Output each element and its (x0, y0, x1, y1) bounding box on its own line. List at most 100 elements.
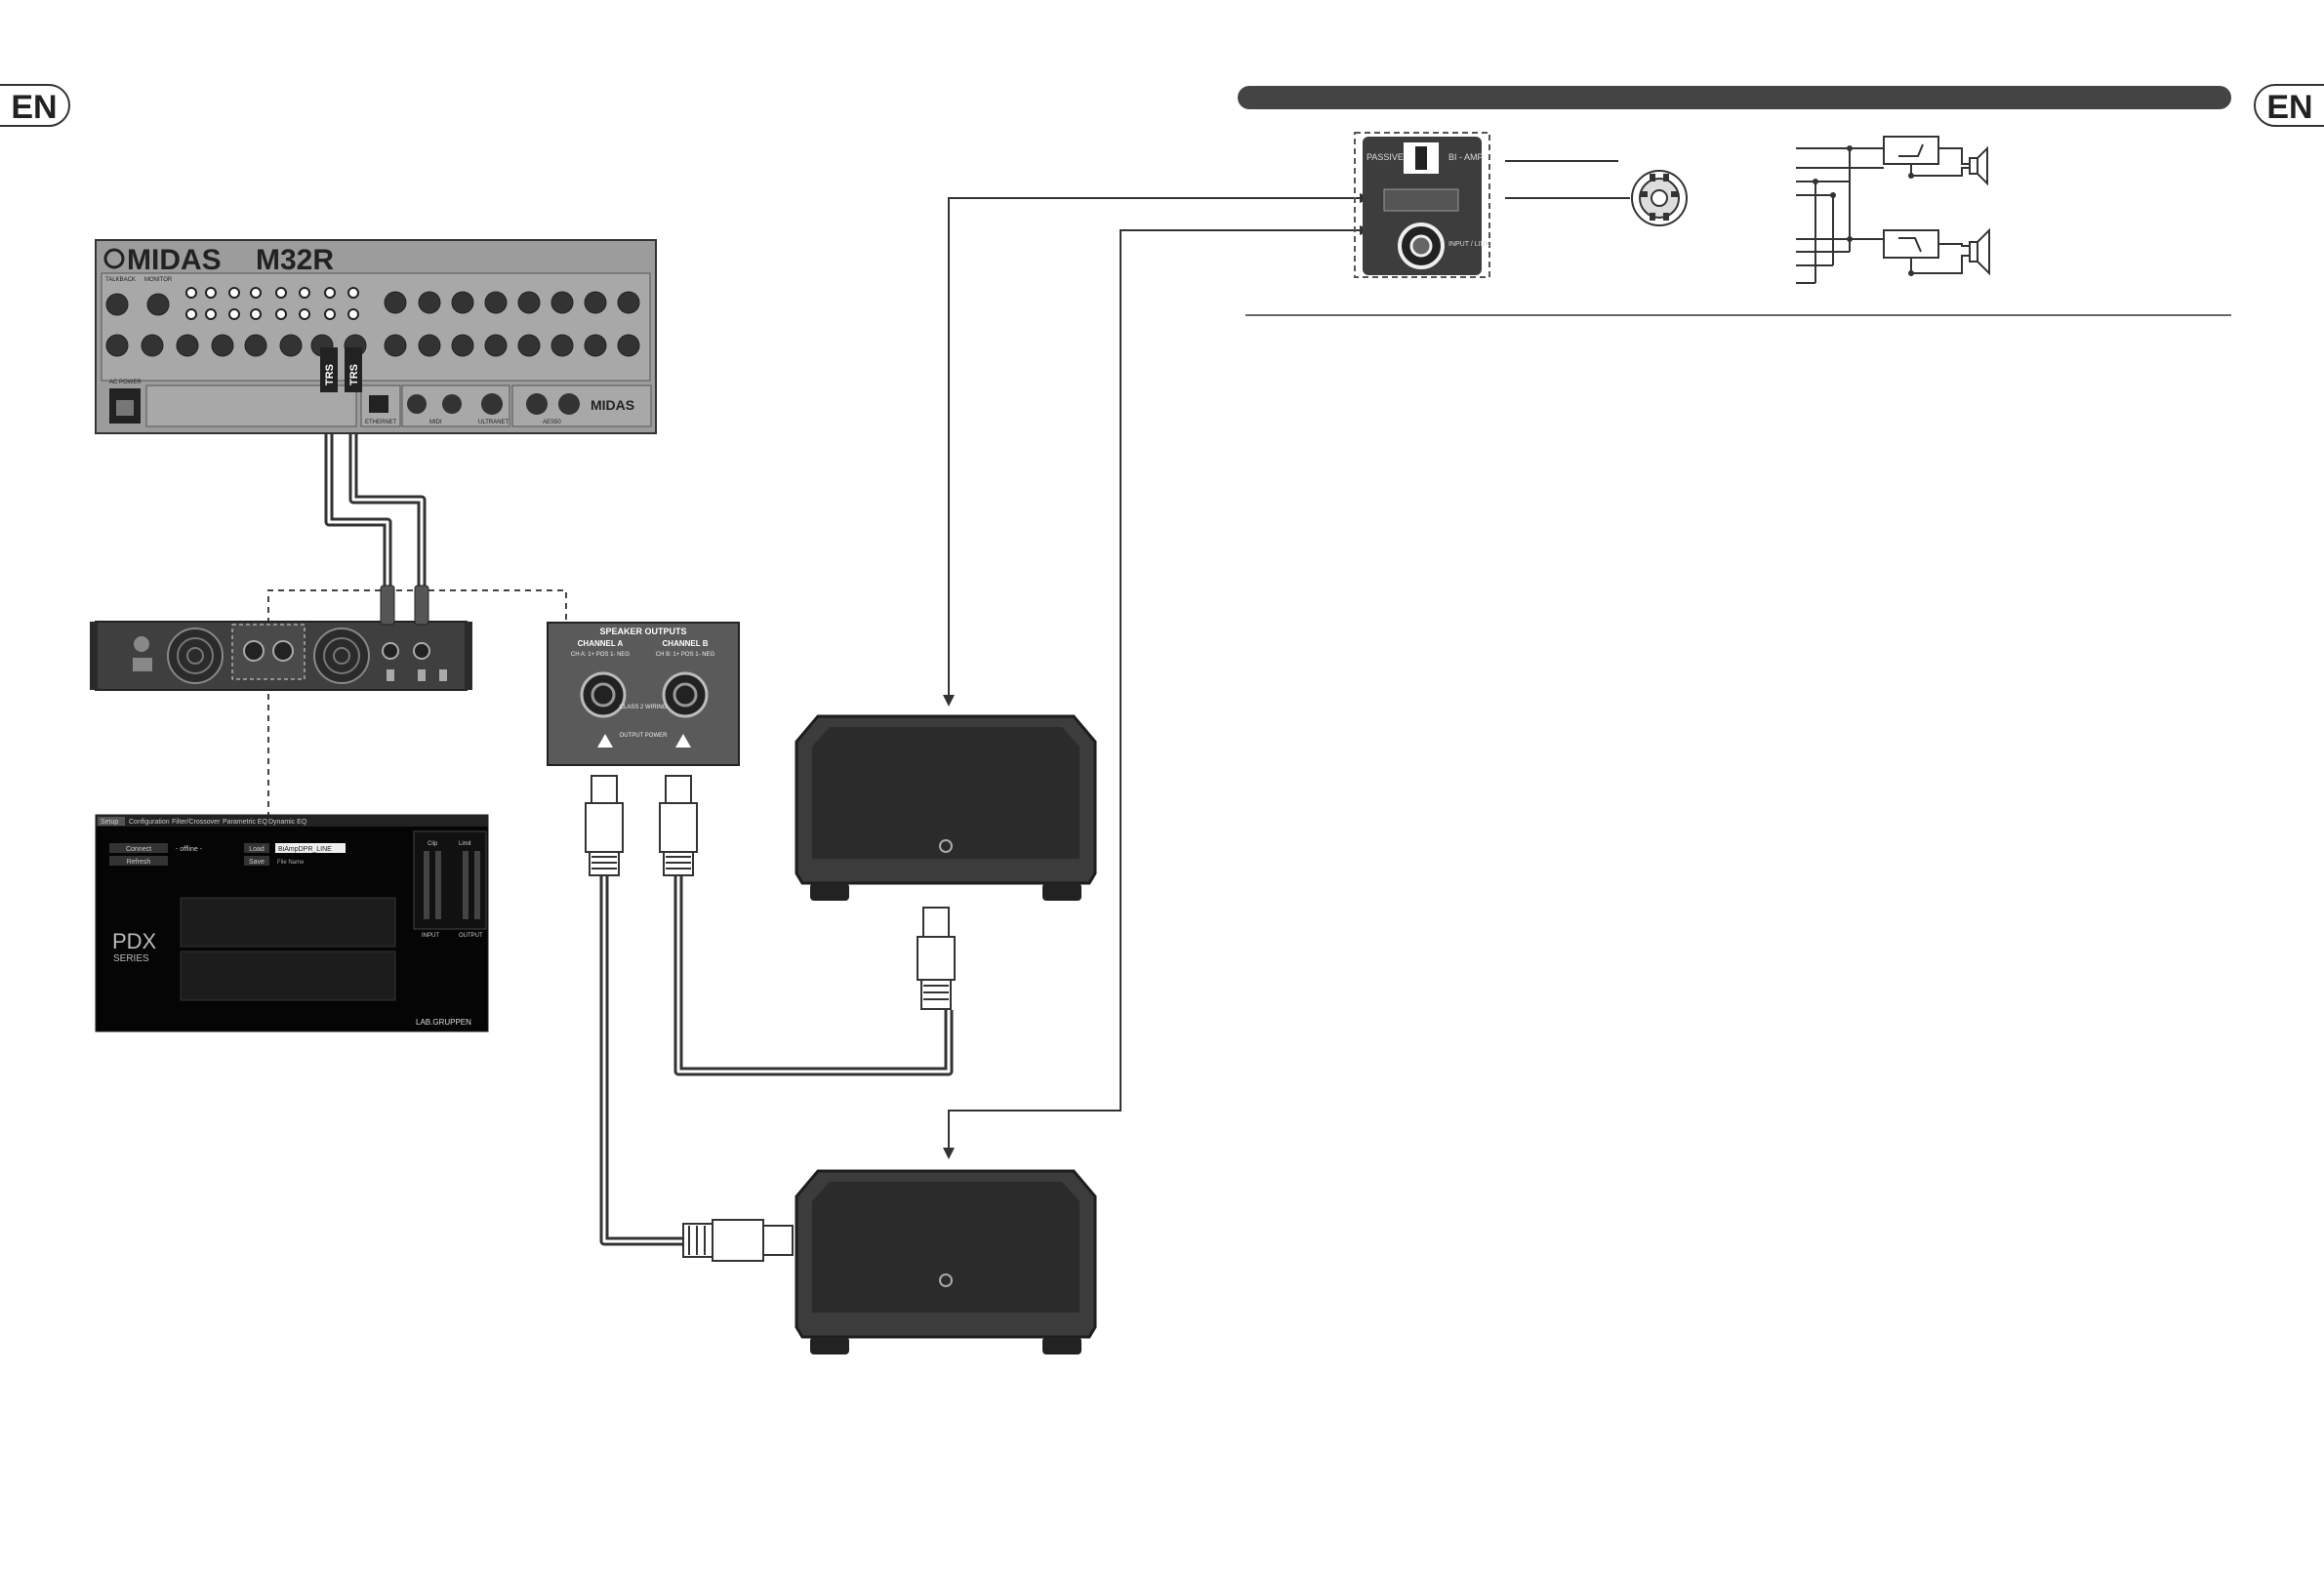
trs-tag-right (345, 347, 362, 392)
trs-tag-right-label: TRS (348, 364, 360, 385)
language-tag-left: EN (0, 84, 70, 127)
meter-clip-label: Clip (428, 841, 438, 847)
channel-b-label: CHANNEL B (663, 639, 709, 648)
connect-button-label: Connect (126, 846, 151, 853)
speakon-cables-inner (602, 873, 951, 1243)
floor-monitor-1 (795, 714, 1097, 901)
channel-a-label: CHANNEL A (578, 639, 624, 648)
speakon-out-b-icon (272, 640, 294, 662)
signal-lines (948, 160, 1630, 1152)
tab-setup (98, 817, 125, 826)
speaker-outputs-panel: SPEAKER OUTPUTS CHANNEL A CHANNEL B CH A… (547, 622, 740, 766)
mixer-label-ethernet: ETHERNET (365, 420, 397, 425)
monitor-logo-icon (939, 839, 953, 853)
ultranet-port-icon (481, 393, 503, 415)
mixer-label-aes50: AES50 (543, 420, 561, 425)
refresh-button-label: Refresh (127, 859, 151, 866)
product-series: SERIES (113, 953, 149, 964)
aes50-b-port-icon (558, 393, 580, 415)
speakon-out-a-icon (243, 640, 265, 662)
software-tabs: Setup Configuration Filter/Crossover Par… (98, 817, 307, 826)
floor-monitor-2 (795, 1169, 1097, 1355)
xlr-connectors (105, 291, 640, 357)
monitor-logo-icon (939, 1274, 953, 1287)
xlr-plugs (380, 585, 429, 626)
arrow-heads (943, 193, 1371, 1159)
input-link-label: INPUT / LINK (1448, 241, 1490, 248)
midi-in-icon (407, 394, 427, 414)
speakon-b-socket-icon (662, 671, 709, 718)
software-window: Setup Configuration Filter/Crossover Par… (95, 814, 489, 1032)
crossover-schematic (1796, 136, 1990, 284)
woofer-icon (1969, 241, 1978, 263)
amp-power-inlet-icon (133, 658, 152, 671)
speakon-plug-monitor2 (682, 1219, 794, 1262)
mixer-label-monitor: MONITOR (144, 277, 173, 283)
save-button-label: Save (249, 859, 265, 866)
file-name-field (275, 843, 346, 853)
status-text: - offline - (176, 846, 203, 853)
arrow-down-icon (943, 1148, 955, 1159)
passive-label: PASSIVE (1366, 152, 1404, 162)
language-tag-right: EN (2254, 84, 2324, 127)
warning-icon (675, 734, 691, 748)
amplifier-rear-panel (90, 621, 472, 691)
save-button (244, 856, 269, 866)
monitor-rear-panel: PASSIVE BI - AMP INPUT / LINK (1354, 132, 1490, 278)
trs-tag-left-label: TRS (324, 364, 336, 385)
trs-tag-left (320, 347, 338, 392)
output-power-label: OUTPUT POWER (620, 733, 669, 739)
speakon-a-socket-icon (580, 671, 627, 718)
mixer-label-talkback: TALKBACK (105, 277, 136, 283)
xlr-in-b-icon (413, 642, 430, 660)
jack-sockets (185, 287, 359, 320)
midas-logo-icon (103, 248, 125, 269)
trs-cables-inner (327, 390, 424, 590)
xlr-in-a-icon (382, 642, 399, 660)
tab-setup-label: Setup (101, 819, 118, 826)
panel-title: SPEAKER OUTPUTS (599, 627, 686, 636)
meter-input-label: INPUT (422, 933, 439, 939)
fan-icon (167, 627, 224, 684)
speakon-plug-a (585, 775, 624, 876)
fan-icon (313, 627, 370, 684)
refresh-button (109, 856, 168, 866)
header-bar (1238, 86, 2231, 109)
ethernet-port-icon (369, 395, 388, 413)
channel-b-pins: CH B: 1+ POS 1- NEG (656, 652, 715, 658)
mixer-rear-panel: MIDAS M32R TALKBACK MONITOR ETHERNET MID… (95, 239, 657, 434)
amp-knob-icon (134, 636, 149, 652)
section-divider (1245, 314, 2231, 316)
load-button-label: Load (249, 846, 265, 853)
tweeter-icon (1969, 157, 1978, 175)
mixer-label-ac-power: AC POWER (109, 380, 142, 385)
arrow-down-icon (943, 695, 955, 707)
file-name-value: BiAmpDPR_LINE (278, 846, 332, 853)
meter-limit-label: Limit (459, 841, 471, 847)
mixer-model: M32R (256, 244, 334, 276)
mixer-brand: MIDAS (127, 244, 222, 276)
speakon-plug-monitor1 (917, 907, 956, 1010)
file-name-label: File Name (277, 860, 305, 866)
class-wiring-label: CLASS 2 WIRING (620, 705, 668, 710)
tab-deq-label: Dynamic EQ (268, 819, 307, 826)
tab-peq-label: Parametric EQ (223, 819, 267, 826)
mixer-label-ultranet: ULTRANET (478, 420, 510, 425)
load-button (244, 843, 269, 853)
midi-out-icon (442, 394, 462, 414)
channel-a-pins: CH A: 1+ POS 1- NEG (571, 652, 631, 658)
warning-icon (597, 734, 613, 748)
aes50-a-port-icon (526, 393, 548, 415)
vendor-logo: LAB.GRUPPEN (416, 1018, 471, 1027)
product-name: PDX (112, 929, 157, 953)
mixer-label-midi: MIDI (429, 420, 442, 425)
schematic-nodes (1813, 145, 1914, 276)
tab-configuration-label: Configuration (129, 819, 170, 826)
meter-output-label: OUTPUT (459, 933, 483, 939)
speakon-plug-b (659, 775, 698, 876)
mixer-brand-small: MIDAS (591, 397, 634, 413)
speakon-pin-diagram (1631, 170, 1688, 226)
tab-filter-label: Filter/Crossover (172, 819, 221, 826)
biamp-label: BI - AMP (1448, 152, 1484, 162)
